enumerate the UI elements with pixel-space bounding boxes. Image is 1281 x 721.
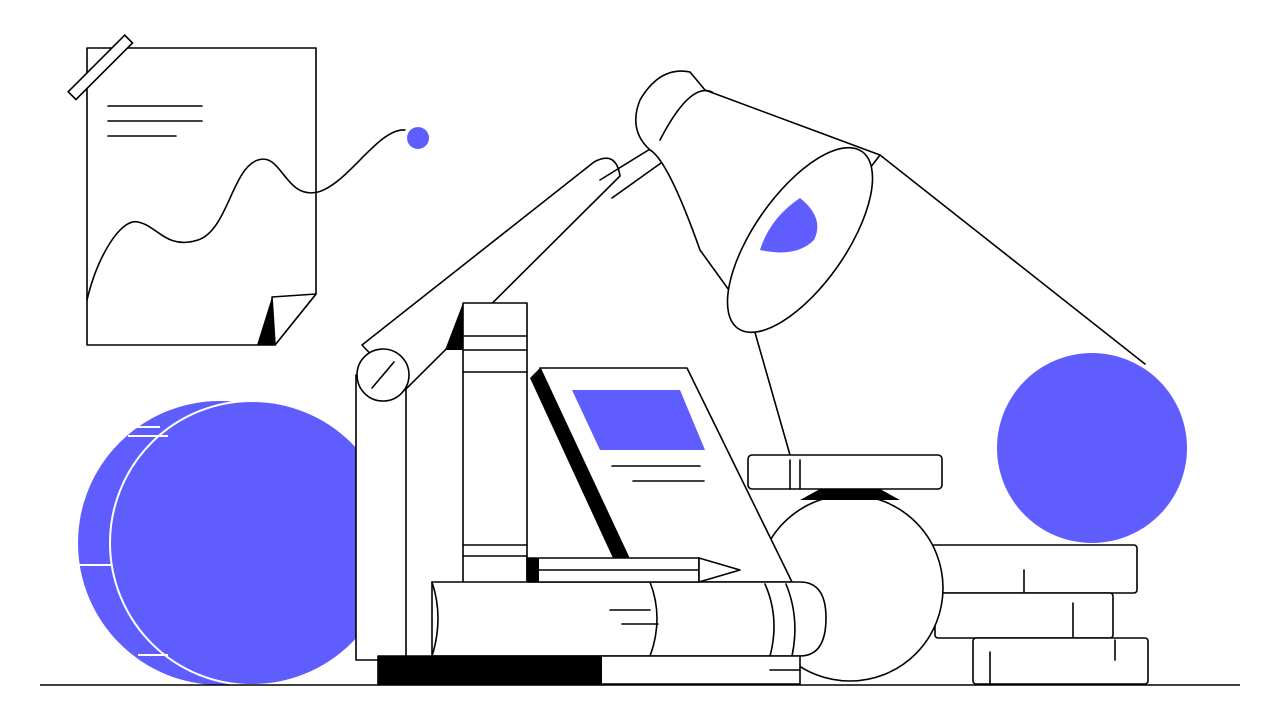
pencil-icon bbox=[526, 557, 741, 583]
book-stack-icon bbox=[377, 302, 1149, 685]
chart-curve bbox=[86, 129, 406, 301]
tape-strip bbox=[67, 34, 134, 101]
document-chart-icon bbox=[67, 34, 429, 346]
chart-endpoint bbox=[407, 127, 429, 149]
lamp-bulb bbox=[760, 198, 818, 253]
desk-lamp-icon bbox=[355, 70, 1146, 661]
book-cover-label bbox=[572, 390, 705, 450]
lamp-light-beam bbox=[751, 154, 1146, 456]
coin-icon bbox=[78, 400, 395, 686]
sphere-icon bbox=[997, 353, 1187, 543]
